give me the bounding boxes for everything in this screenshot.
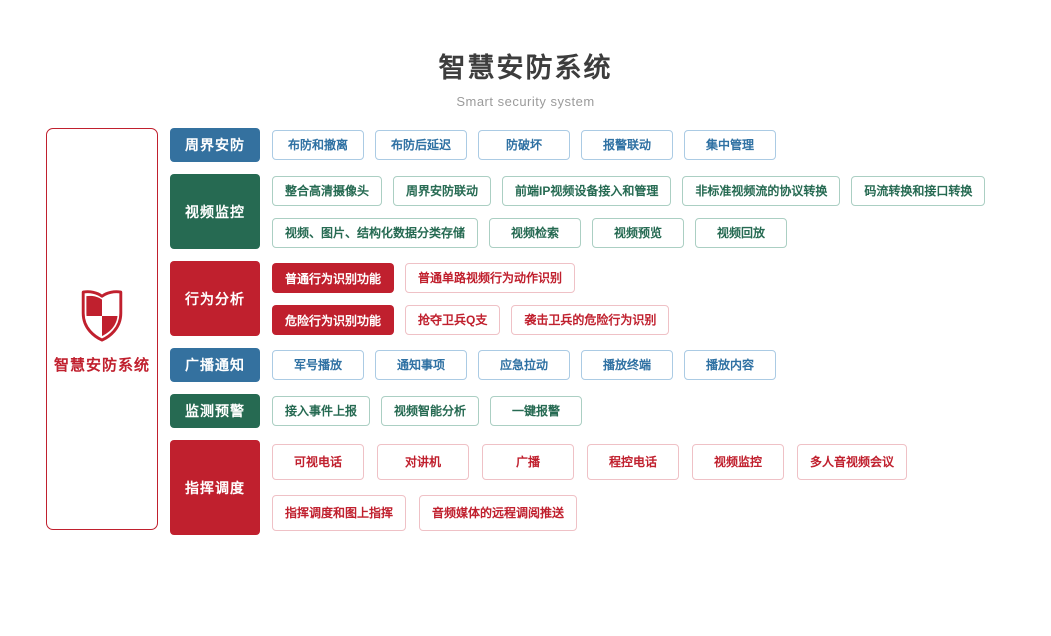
feature-box: 周界安防联动	[393, 175, 492, 206]
feature-line: 可视电话对讲机广播程控电话视频监控多人音视频会议	[272, 444, 908, 480]
feature-lines: 普通行为识别功能普通单路视频行为动作识别危险行为识别功能抢夺卫兵Q支袭击卫兵的危…	[272, 261, 670, 336]
page-title: 智慧安防系统	[438, 53, 613, 83]
category-rows: 周界安防布防和撤离布防后延迟防破坏报警联动集中管理视频监控整合高清摄像头周界安防…	[170, 128, 986, 535]
feature-box: 非标准视频流的协议转换	[682, 175, 841, 206]
category-label: 周界安防	[170, 128, 260, 162]
feature-box: 防破坏	[478, 130, 570, 160]
feature-box: 集中管理	[684, 130, 776, 160]
category-row: 周界安防布防和撤离布防后延迟防破坏报警联动集中管理	[170, 128, 985, 162]
feature-box: 对讲机	[377, 444, 469, 480]
feature-lines: 可视电话对讲机广播程控电话视频监控多人音视频会议指挥调度和图上指挥音频媒体的远程…	[272, 440, 908, 535]
category-label: 监测预警	[170, 394, 260, 428]
feature-line: 普通行为识别功能普通单路视频行为动作识别	[272, 262, 669, 293]
category-label: 广播通知	[170, 348, 260, 382]
feature-box: 袭击卫兵的危险行为识别	[511, 304, 670, 335]
feature-box: 布防和撤离	[272, 130, 364, 160]
feature-box: 一键报警	[490, 396, 583, 426]
feature-lines: 接入事件上报视频智能分析一键报警	[272, 394, 583, 428]
category-row: 视频监控整合高清摄像头周界安防联动前端IP视频设备接入和管理非标准视频流的协议转…	[170, 174, 986, 249]
feature-box: 普通单路视频行为动作识别	[405, 262, 576, 293]
feature-lines: 整合高清摄像头周界安防联动前端IP视频设备接入和管理非标准视频流的协议转换码流转…	[272, 174, 986, 249]
feature-box: 前端IP视频设备接入和管理	[502, 175, 672, 206]
feature-box: 多人音视频会议	[797, 444, 908, 480]
category-label: 行为分析	[170, 261, 260, 336]
category-label: 指挥调度	[170, 440, 260, 535]
category-row: 行为分析普通行为识别功能普通单路视频行为动作识别危险行为识别功能抢夺卫兵Q支袭击…	[170, 261, 985, 336]
feature-line: 布防和撤离布防后延迟防破坏报警联动集中管理	[272, 130, 776, 160]
header: 智慧安防系统 Smart security system	[0, 0, 1051, 109]
category-row: 广播通知军号播放通知事项应急拉动播放终端播放内容	[170, 348, 985, 382]
feature-line: 危险行为识别功能抢夺卫兵Q支袭击卫兵的危险行为识别	[272, 304, 670, 335]
feature-box: 视频检索	[489, 217, 582, 248]
feature-box: 报警联动	[581, 130, 673, 160]
category-row: 指挥调度可视电话对讲机广播程控电话视频监控多人音视频会议指挥调度和图上指挥音频媒…	[170, 440, 985, 535]
feature-box: 播放终端	[581, 350, 673, 380]
feature-box: 广播	[482, 444, 574, 480]
feature-box: 视频、图片、结构化数据分类存储	[272, 217, 479, 248]
feature-line: 视频、图片、结构化数据分类存储视频检索视频预览视频回放	[272, 217, 985, 248]
page-subtitle: Smart security system	[456, 94, 595, 109]
shield-checkered-icon	[81, 290, 123, 342]
feature-box: 应急拉动	[478, 350, 570, 380]
feature-box: 布防后延迟	[375, 130, 467, 160]
category-label: 视频监控	[170, 174, 260, 249]
feature-box: 视频监控	[692, 444, 784, 480]
feature-line: 接入事件上报视频智能分析一键报警	[272, 396, 583, 426]
category-row: 监测预警接入事件上报视频智能分析一键报警	[170, 394, 985, 428]
feature-box: 指挥调度和图上指挥	[272, 495, 407, 531]
feature-box: 程控电话	[587, 444, 679, 480]
feature-box: 视频智能分析	[381, 396, 480, 426]
feature-box: 抢夺卫兵Q支	[405, 304, 501, 335]
feature-box: 通知事项	[375, 350, 467, 380]
feature-box: 码流转换和接口转换	[851, 175, 986, 206]
feature-line: 指挥调度和图上指挥音频媒体的远程调阅推送	[272, 495, 907, 531]
feature-line: 整合高清摄像头周界安防联动前端IP视频设备接入和管理非标准视频流的协议转换码流转…	[272, 175, 986, 206]
system-root-node: 智慧安防系统	[46, 128, 158, 530]
feature-box: 危险行为识别功能	[272, 304, 395, 335]
feature-box: 接入事件上报	[272, 396, 371, 426]
feature-box: 视频回放	[695, 217, 788, 248]
feature-line: 军号播放通知事项应急拉动播放终端播放内容	[272, 350, 776, 380]
feature-box: 普通行为识别功能	[272, 262, 395, 293]
feature-box: 播放内容	[684, 350, 776, 380]
feature-box: 整合高清摄像头	[272, 175, 383, 206]
feature-lines: 布防和撤离布防后延迟防破坏报警联动集中管理	[272, 128, 776, 162]
system-root-label: 智慧安防系统	[53, 357, 150, 374]
feature-box: 音频媒体的远程调阅推送	[419, 495, 578, 531]
feature-box: 军号播放	[272, 350, 364, 380]
feature-box: 可视电话	[272, 444, 364, 480]
feature-box: 视频预览	[592, 217, 685, 248]
feature-lines: 军号播放通知事项应急拉动播放终端播放内容	[272, 348, 776, 382]
